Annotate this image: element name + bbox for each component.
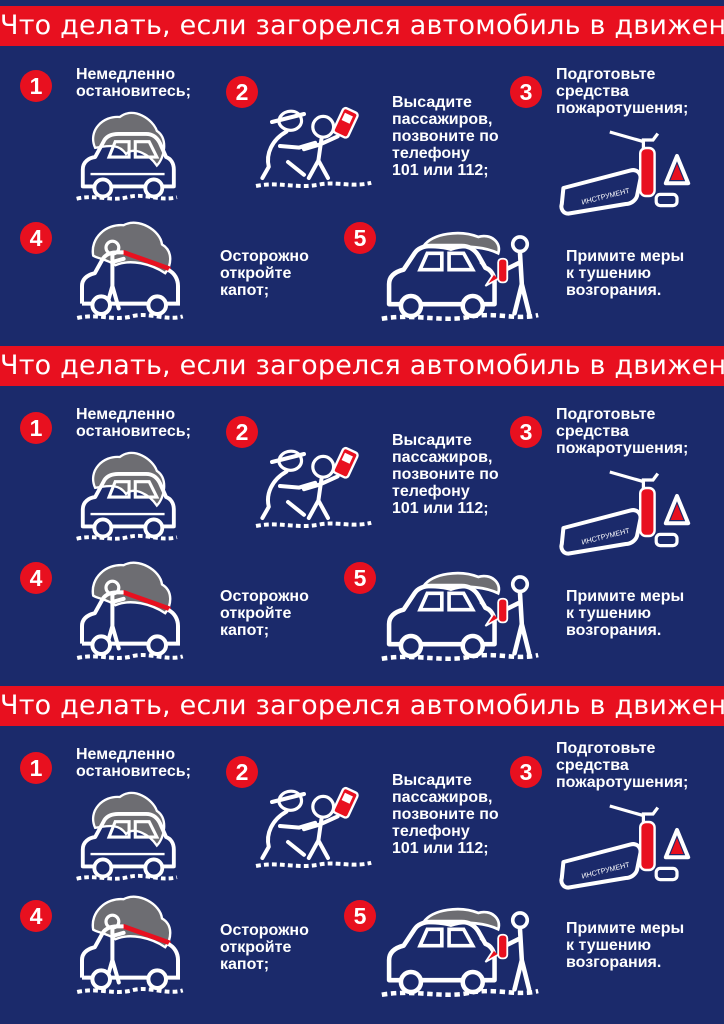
step-number-1: 1 — [20, 752, 52, 784]
step-number-3: 3 — [510, 756, 542, 788]
step-text-4: Осторожно откройте капот; — [220, 248, 309, 299]
panel-title: Что делать, если загорелся автомобиль в … — [0, 346, 724, 386]
step-text-4: Осторожно откройте капот; — [220, 588, 309, 639]
fire-extinguisher-kit-icon — [540, 464, 710, 560]
smoking-car-icon — [56, 780, 196, 888]
step-text-2: Высадите пассажиров, позвоните по телефо… — [392, 772, 499, 857]
step-number-4: 4 — [20, 222, 52, 254]
step-number-2: 2 — [226, 76, 258, 108]
instruction-panel-2: Что делать, если загорелся автомобиль в … — [0, 340, 724, 676]
step-text-3: Подготовьте средства пожаротушения; — [556, 406, 689, 457]
fire-extinguisher-kit-icon — [540, 124, 710, 220]
step-text-3: Подготовьте средства пожаротушения; — [556, 740, 689, 791]
step-number-3: 3 — [510, 76, 542, 108]
step-text-3: Подготовьте средства пожаротушения; — [556, 66, 689, 117]
step-number-5: 5 — [344, 562, 376, 594]
people-phone-icon — [232, 778, 392, 874]
step-number-1: 1 — [20, 70, 52, 102]
smoking-car-icon — [56, 440, 196, 548]
step-text-5: Примите меры к тушению возгорания. — [566, 920, 685, 971]
step-number-2: 2 — [226, 756, 258, 788]
people-phone-icon — [232, 438, 392, 534]
instruction-panel-1: Что делать, если загорелся автомобиль в … — [0, 0, 724, 336]
step-text-5: Примите меры к тушению возгорания. — [566, 588, 685, 639]
step-number-3: 3 — [510, 416, 542, 448]
extinguishing-car-icon — [368, 902, 552, 1002]
step-number-2: 2 — [226, 416, 258, 448]
step-text-2: Высадите пассажиров, позвоните по телефо… — [392, 432, 499, 517]
fire-extinguisher-kit-icon — [540, 798, 710, 894]
panel-title: Что делать, если загорелся автомобиль в … — [0, 6, 724, 46]
open-hood-icon — [60, 888, 200, 1000]
step-text-1: Немедленно остановитесь; — [76, 66, 191, 100]
smoking-car-icon — [56, 100, 196, 208]
step-number-5: 5 — [344, 900, 376, 932]
panel-title: Что делать, если загорелся автомобиль в … — [0, 686, 724, 726]
step-text-4: Осторожно откройте капот; — [220, 922, 309, 973]
step-number-1: 1 — [20, 412, 52, 444]
open-hood-icon — [60, 554, 200, 666]
step-text-1: Немедленно остановитесь; — [76, 406, 191, 440]
step-text-5: Примите меры к тушению возгорания. — [566, 248, 685, 299]
step-number-4: 4 — [20, 900, 52, 932]
step-text-1: Немедленно остановитесь; — [76, 746, 191, 780]
extinguishing-car-icon — [368, 566, 552, 666]
step-number-4: 4 — [20, 562, 52, 594]
open-hood-icon — [60, 214, 200, 326]
step-text-2: Высадите пассажиров, позвоните по телефо… — [392, 94, 499, 179]
people-phone-icon — [232, 98, 392, 194]
instruction-panel-3: Что делать, если загорелся автомобиль в … — [0, 680, 724, 1016]
step-number-5: 5 — [344, 222, 376, 254]
extinguishing-car-icon — [368, 226, 552, 326]
